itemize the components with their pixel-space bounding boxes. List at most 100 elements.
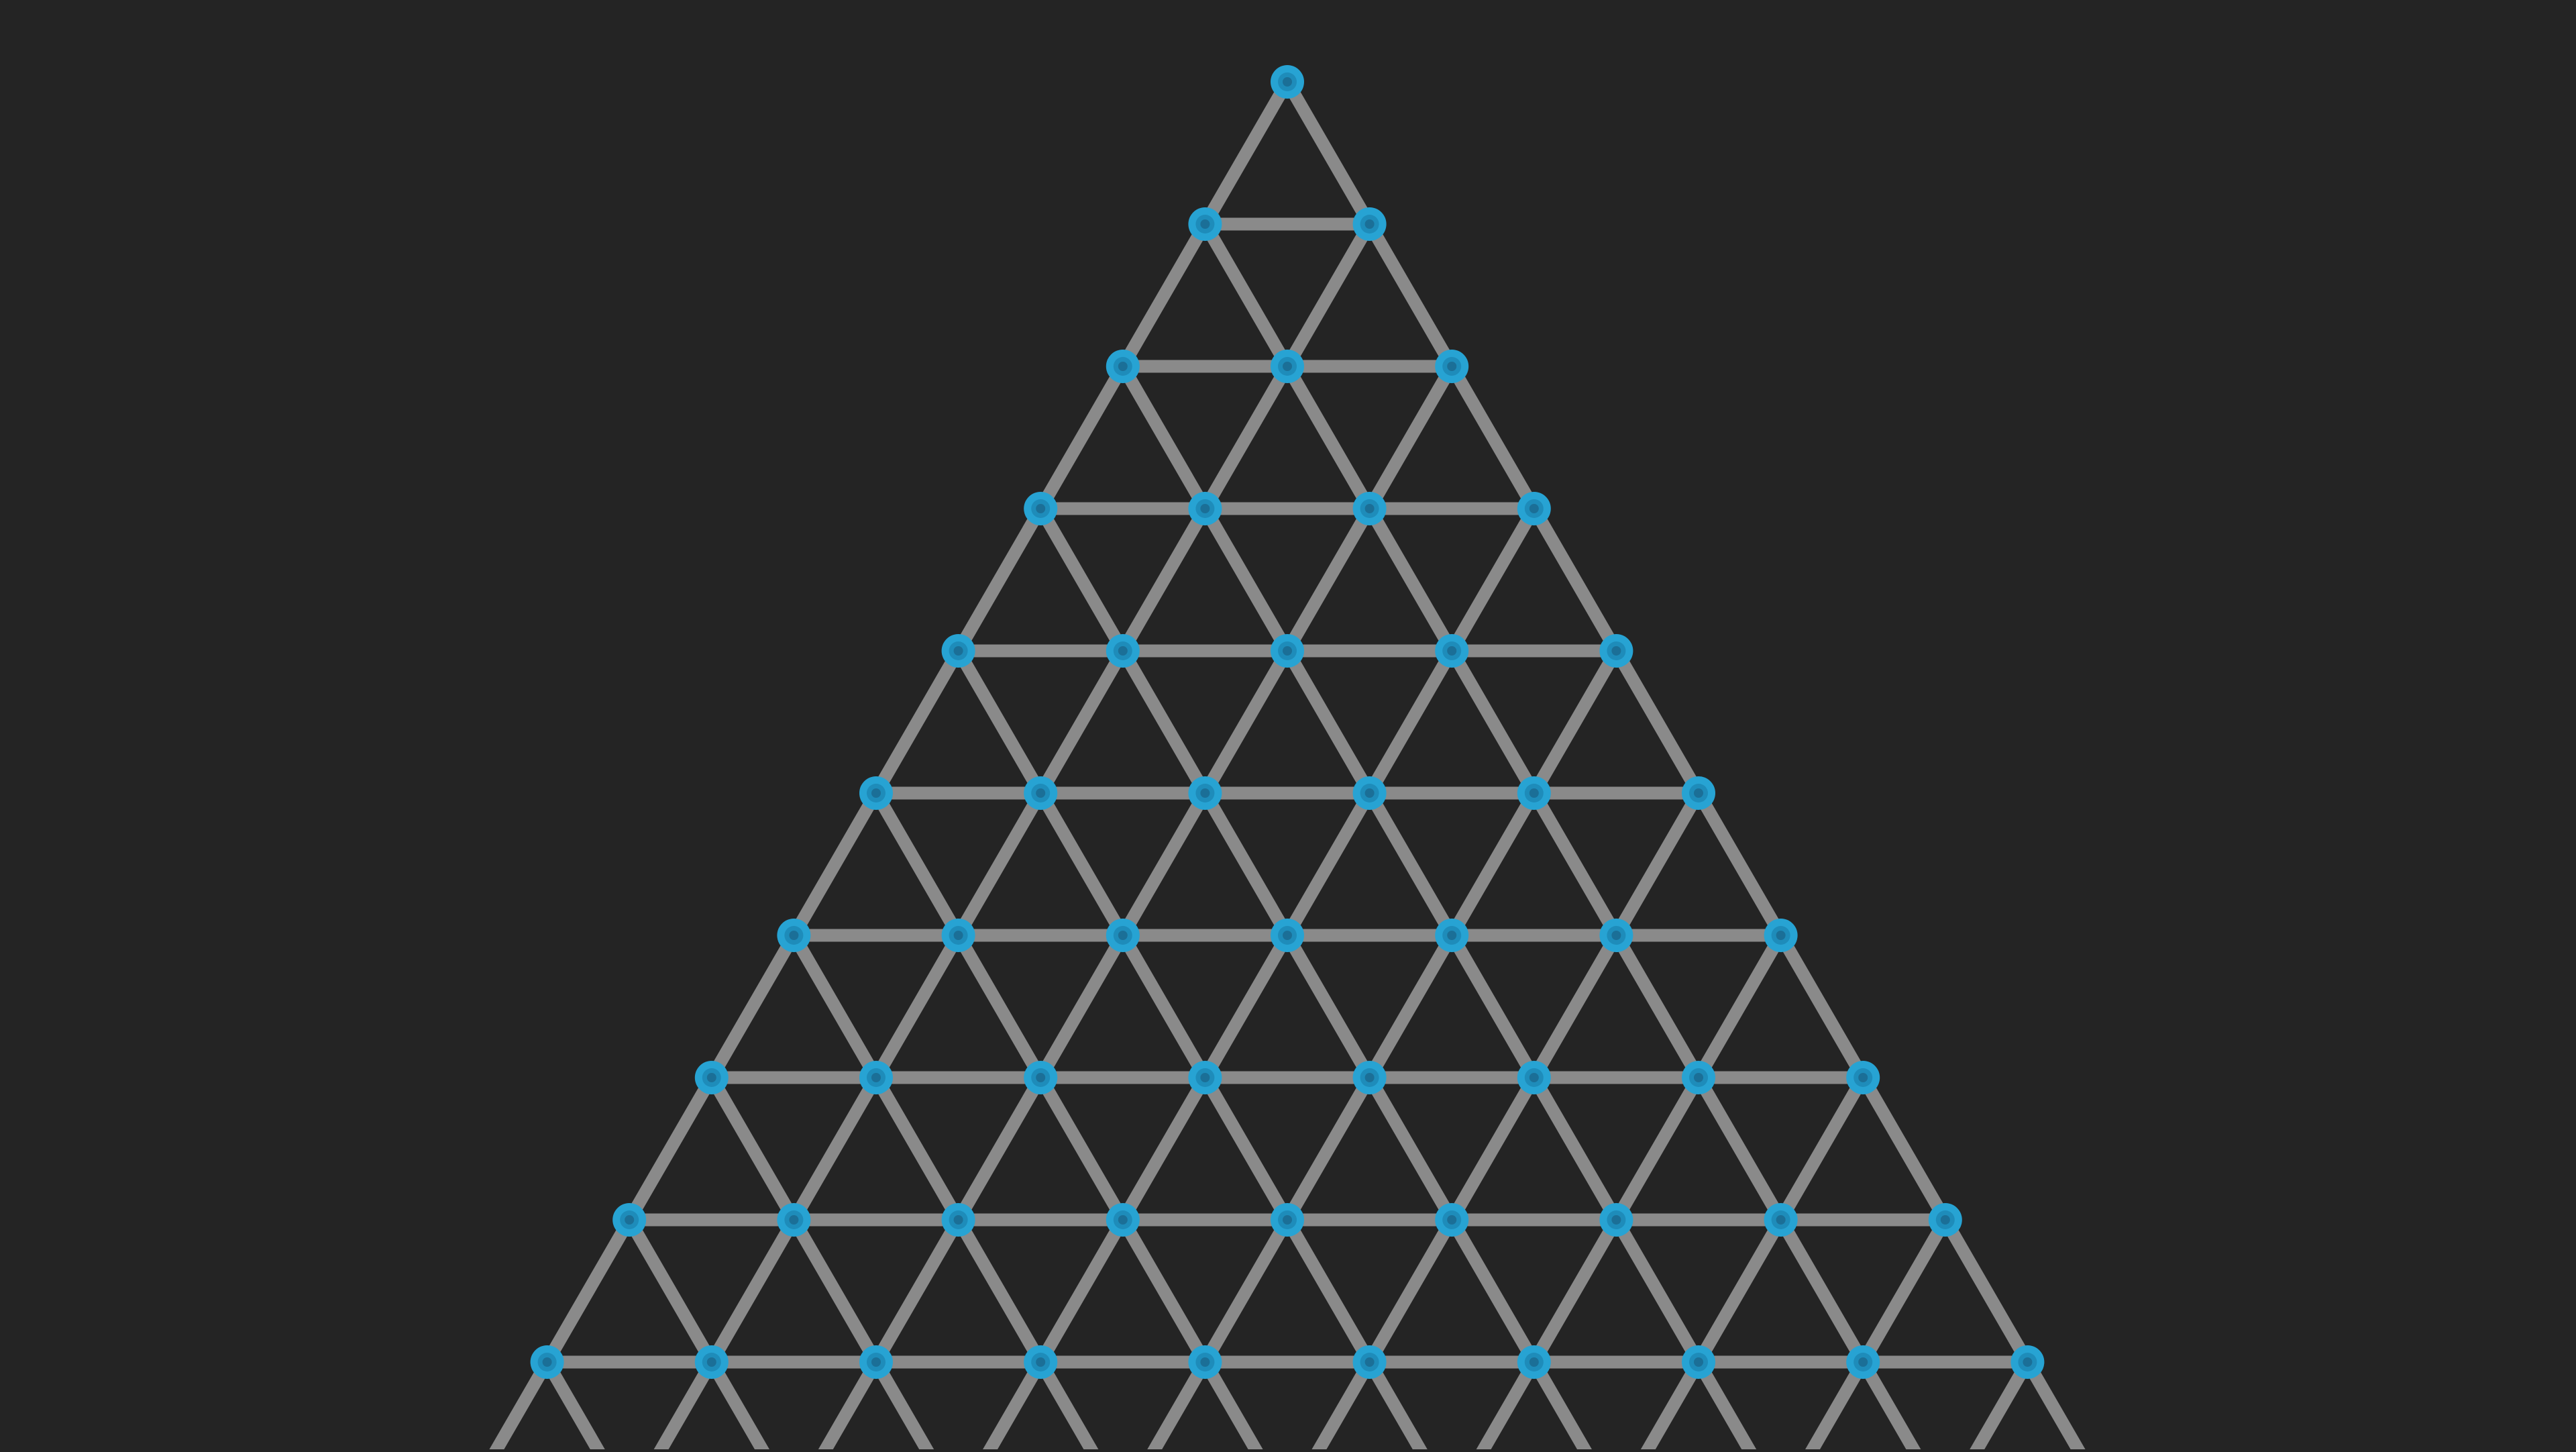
node-center-dot	[953, 646, 963, 656]
node-center-dot	[1529, 1357, 1539, 1367]
lattice-edge-left-diagonal	[869, 1213, 965, 1369]
lattice-edge-right-diagonal	[705, 1355, 771, 1452]
lattice-edge-right-diagonal	[1774, 929, 1870, 1084]
lattice-node	[1106, 350, 1140, 383]
lattice-edge-right-diagonal	[1363, 217, 1458, 373]
node-center-dot	[1858, 1357, 1868, 1367]
lattice-edge-right-diagonal	[1939, 1213, 2034, 1369]
node-center-dot	[542, 1357, 552, 1367]
lattice-node	[1106, 1203, 1140, 1237]
lattice-edge-left-diagonal	[952, 502, 1047, 658]
lattice-edge-right-diagonal	[541, 1355, 607, 1452]
lattice-edge-left-diagonal	[1281, 1071, 1377, 1227]
lattice-edge-left-diagonal	[1527, 1213, 1623, 1369]
node-center-dot	[1447, 362, 1457, 371]
lattice-edge-right-diagonal	[1445, 360, 1541, 515]
lattice-edge-left-diagonal	[488, 1355, 554, 1452]
lattice-edge-right-diagonal	[1281, 75, 1377, 231]
lattice-edge-right-diagonal	[1198, 1355, 1265, 1452]
lattice-node	[612, 1203, 647, 1237]
lattice-node	[941, 1203, 975, 1237]
lattice-edge-left-diagonal	[1198, 929, 1294, 1084]
lattice-edge-left-diagonal	[1198, 75, 1294, 231]
lattice-edge-left-diagonal	[623, 1071, 718, 1227]
lattice-edge-left-diagonal	[1145, 1355, 1212, 1452]
lattice-edge-left-diagonal	[952, 1071, 1047, 1227]
lattice-edge-left-diagonal	[1034, 1213, 1130, 1369]
lattice-edge-right-diagonal	[952, 929, 1047, 1084]
node-center-dot	[1118, 931, 1128, 940]
lattice-edge-right-diagonal	[1116, 929, 1212, 1084]
node-center-dot	[1200, 1357, 1210, 1367]
node-center-dot	[1364, 219, 1375, 229]
lattice-edge-right-diagonal	[2021, 1355, 2087, 1452]
node-center-dot	[1447, 646, 1457, 656]
lattice-edge-right-diagonal	[1363, 1071, 1458, 1227]
node-center-dot	[1283, 931, 1292, 940]
node-center-dot	[1529, 1073, 1539, 1082]
lattice-node	[694, 1061, 729, 1094]
lattice-node	[941, 634, 975, 668]
lattice-edge-right-diagonal	[869, 1071, 965, 1227]
node-center-dot	[625, 1215, 635, 1225]
lattice-node	[1435, 919, 1469, 952]
node-center-dot	[1036, 1073, 1046, 1082]
lattice-edge-left-diagonal	[1281, 786, 1377, 942]
lattice-edge-left-diagonal	[1116, 217, 1212, 373]
lattice-edge-right-diagonal	[1856, 1355, 1923, 1452]
node-center-dot	[1200, 219, 1210, 229]
lattice-node	[1682, 1345, 1715, 1379]
lattice-node	[1599, 1203, 1633, 1237]
lattice-node	[1271, 919, 1304, 952]
lattice-node	[1517, 776, 1551, 810]
lattice-node	[1271, 65, 1304, 99]
lattice-node	[1188, 1345, 1222, 1379]
lattice-edge-right-diagonal	[623, 1213, 718, 1369]
node-center-dot	[1118, 646, 1128, 656]
lattice-edge-left-diagonal	[705, 1213, 800, 1369]
lattice-node	[1352, 1345, 1387, 1379]
node-center-dot	[1529, 788, 1539, 798]
node-center-dot	[1529, 504, 1539, 513]
lattice-node	[1271, 350, 1304, 383]
node-center-dot	[871, 1357, 881, 1367]
node-center-dot	[1611, 931, 1621, 940]
lattice-node	[1352, 207, 1387, 241]
node-center-dot	[789, 931, 799, 940]
node-center-dot	[1200, 1073, 1210, 1082]
lattice-node	[1764, 919, 1798, 952]
lattice-edge-left-diagonal	[1281, 217, 1377, 373]
lattice-node	[694, 1345, 729, 1379]
lattice-edge-left-diagonal	[1445, 786, 1541, 942]
lattice-node	[1928, 1203, 1962, 1237]
lattice-node	[1846, 1061, 1880, 1094]
lattice-edge-right-diagonal	[1116, 360, 1212, 515]
lattice-node	[1764, 1203, 1798, 1237]
lattice-node	[1682, 776, 1715, 810]
lattice-edge-right-diagonal	[1363, 1355, 1430, 1452]
lattice-nodes	[530, 65, 2045, 1379]
lattice-node	[1517, 492, 1551, 525]
node-center-dot	[871, 1073, 881, 1082]
lattice-edge-left-diagonal	[1198, 360, 1294, 515]
lattice-edge-left-diagonal	[1034, 644, 1130, 800]
lattice-edge-right-diagonal	[1692, 786, 1788, 942]
node-center-dot	[1858, 1073, 1868, 1082]
lattice-edge-right-diagonal	[1363, 502, 1458, 658]
lattice-node	[1435, 634, 1469, 668]
lattice-node	[1517, 1345, 1551, 1379]
lattice-edge-right-diagonal	[952, 644, 1047, 800]
node-center-dot	[706, 1073, 716, 1082]
node-center-dot	[1776, 1215, 1786, 1225]
lattice-node	[1106, 919, 1140, 952]
lattice-edge-right-diagonal	[1281, 929, 1377, 1084]
lattice-node	[530, 1345, 564, 1379]
lattice-edge-right-diagonal	[1692, 1071, 1788, 1227]
lattice-node	[777, 1203, 811, 1237]
lattice-edge-right-diagonal	[1116, 1213, 1212, 1369]
lattice-edge-right-diagonal	[1445, 644, 1541, 800]
node-center-dot	[1283, 1215, 1292, 1225]
node-center-dot	[789, 1215, 799, 1225]
lattice-node	[1271, 1203, 1304, 1237]
